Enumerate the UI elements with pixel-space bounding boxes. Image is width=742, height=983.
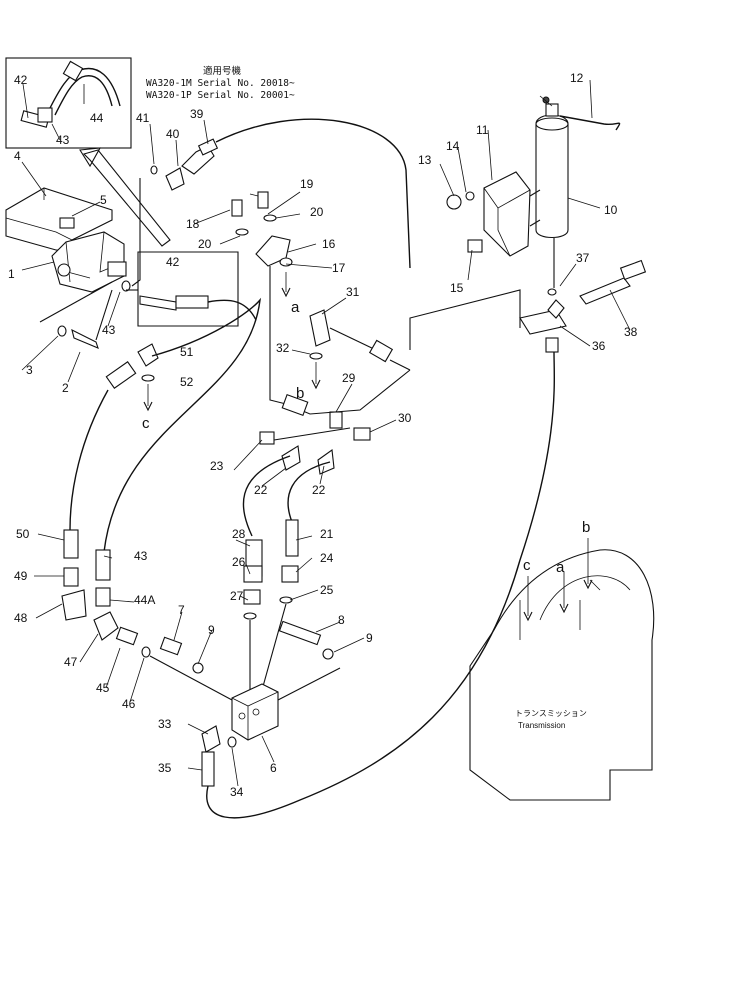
- part-number-label: 32: [276, 341, 290, 355]
- connection-letter-a: a: [556, 559, 565, 576]
- part-number-label: 37: [576, 251, 590, 265]
- fittings-top-left: [131, 118, 411, 287]
- part-number-label: 12: [570, 71, 584, 85]
- part-number-label: 16: [322, 237, 336, 251]
- part-number-label: 43: [134, 549, 148, 563]
- part-number-label: 1: [8, 267, 15, 281]
- part-number-label: 20: [310, 205, 324, 219]
- header-serial-2: WA320-1P Serial No. 20001~: [146, 90, 295, 101]
- part-number-label: 24: [320, 551, 334, 565]
- connection-letter-a: a: [291, 299, 300, 316]
- part-number-label: 35: [158, 761, 172, 775]
- part-number-label: 38: [624, 325, 638, 339]
- part-number-label: 44A: [134, 593, 155, 607]
- part-number-label: 10: [604, 203, 618, 217]
- transmission-label-en: Transmission: [518, 721, 565, 730]
- part-number-label: 6: [270, 761, 277, 775]
- header-serial-1: WA320-1M Serial No. 20018~: [146, 78, 295, 89]
- part-number-label: 21: [320, 527, 334, 541]
- transmission-outline: トランスミッション Transmission: [469, 549, 655, 801]
- part-number-label: 9: [208, 623, 215, 637]
- part-number-label: 13: [418, 153, 432, 167]
- part-number-label: 47: [64, 655, 78, 669]
- part-number-label: 40: [166, 127, 180, 141]
- part-number-label: 28: [232, 527, 246, 541]
- part-labels: 42 43 44 4 5 1 3 2 43 42 41 40 39 18 20 …: [8, 71, 638, 799]
- part-number-label: 39: [190, 107, 204, 121]
- part-number-label: 3: [26, 363, 33, 377]
- part-number-label: 44: [90, 111, 104, 125]
- part-number-label: 22: [254, 483, 268, 497]
- clamp-cluster: [231, 191, 293, 405]
- part-number-label: 20: [198, 237, 212, 251]
- part-number-label: 43: [102, 323, 116, 337]
- part-number-label: 4: [14, 149, 21, 163]
- part-number-label: 15: [450, 281, 464, 295]
- leader-lines: [21, 79, 631, 787]
- part-number-label: 45: [96, 681, 110, 695]
- part-number-label: 34: [230, 785, 244, 799]
- connection-letter-c: c: [142, 415, 150, 432]
- part-number-label: 27: [230, 589, 244, 603]
- part-number-label: 50: [16, 527, 30, 541]
- accumulator-assembly: [409, 95, 647, 353]
- detail-arrow: [79, 147, 171, 247]
- part-number-label: 14: [446, 139, 460, 153]
- part-number-label: 22: [312, 483, 326, 497]
- transmission-label-jp: トランスミッション: [515, 709, 587, 718]
- part-number-label: 29: [342, 371, 356, 385]
- part-number-label: 19: [300, 177, 314, 191]
- tee-cluster: [281, 309, 411, 441]
- connection-letter-b: b: [582, 519, 590, 536]
- part-number-label: 49: [14, 569, 28, 583]
- connection-letter-c: c: [523, 557, 531, 574]
- part-number-label: 7: [178, 603, 185, 617]
- part-number-label: 8: [338, 613, 345, 627]
- part-number-label: 42: [166, 255, 180, 269]
- part-number-label: 23: [210, 459, 224, 473]
- left-hoses: [61, 297, 261, 658]
- detail-box-lower: [126, 251, 257, 327]
- connection-letters: a b c c a b: [142, 299, 590, 576]
- part-number-label: 41: [136, 111, 150, 125]
- part-number-label: 51: [180, 345, 194, 359]
- part-number-label: 46: [122, 697, 136, 711]
- part-number-label: 30: [398, 411, 412, 425]
- part-number-label: 9: [366, 631, 373, 645]
- part-number-label: 25: [320, 583, 334, 597]
- part-number-label: 43: [56, 133, 70, 147]
- part-number-label: 11: [476, 123, 489, 137]
- serial-header: 適用号機 WA320-1M Serial No. 20018~ WA320-1P…: [146, 65, 295, 101]
- part-number-label: 5: [100, 193, 107, 207]
- header-title-jp: 適用号機: [203, 65, 242, 77]
- part-number-label: 2: [62, 381, 69, 395]
- part-number-label: 17: [332, 261, 346, 275]
- detail-box-upper: [5, 57, 132, 149]
- part-number-label: 36: [592, 339, 606, 353]
- part-number-label: 33: [158, 717, 172, 731]
- part-number-label: 42: [14, 73, 28, 87]
- pump-assembly: [5, 187, 131, 349]
- part-number-label: 31: [346, 285, 360, 299]
- part-number-label: 48: [14, 611, 28, 625]
- connection-letter-b: b: [296, 385, 304, 402]
- clamp-lines: [242, 427, 351, 537]
- part-number-label: 18: [186, 217, 200, 231]
- part-number-label: 26: [232, 555, 246, 569]
- part-number-label: 52: [180, 375, 194, 389]
- connection-arrows: [143, 272, 593, 622]
- block-assembly: [149, 351, 556, 819]
